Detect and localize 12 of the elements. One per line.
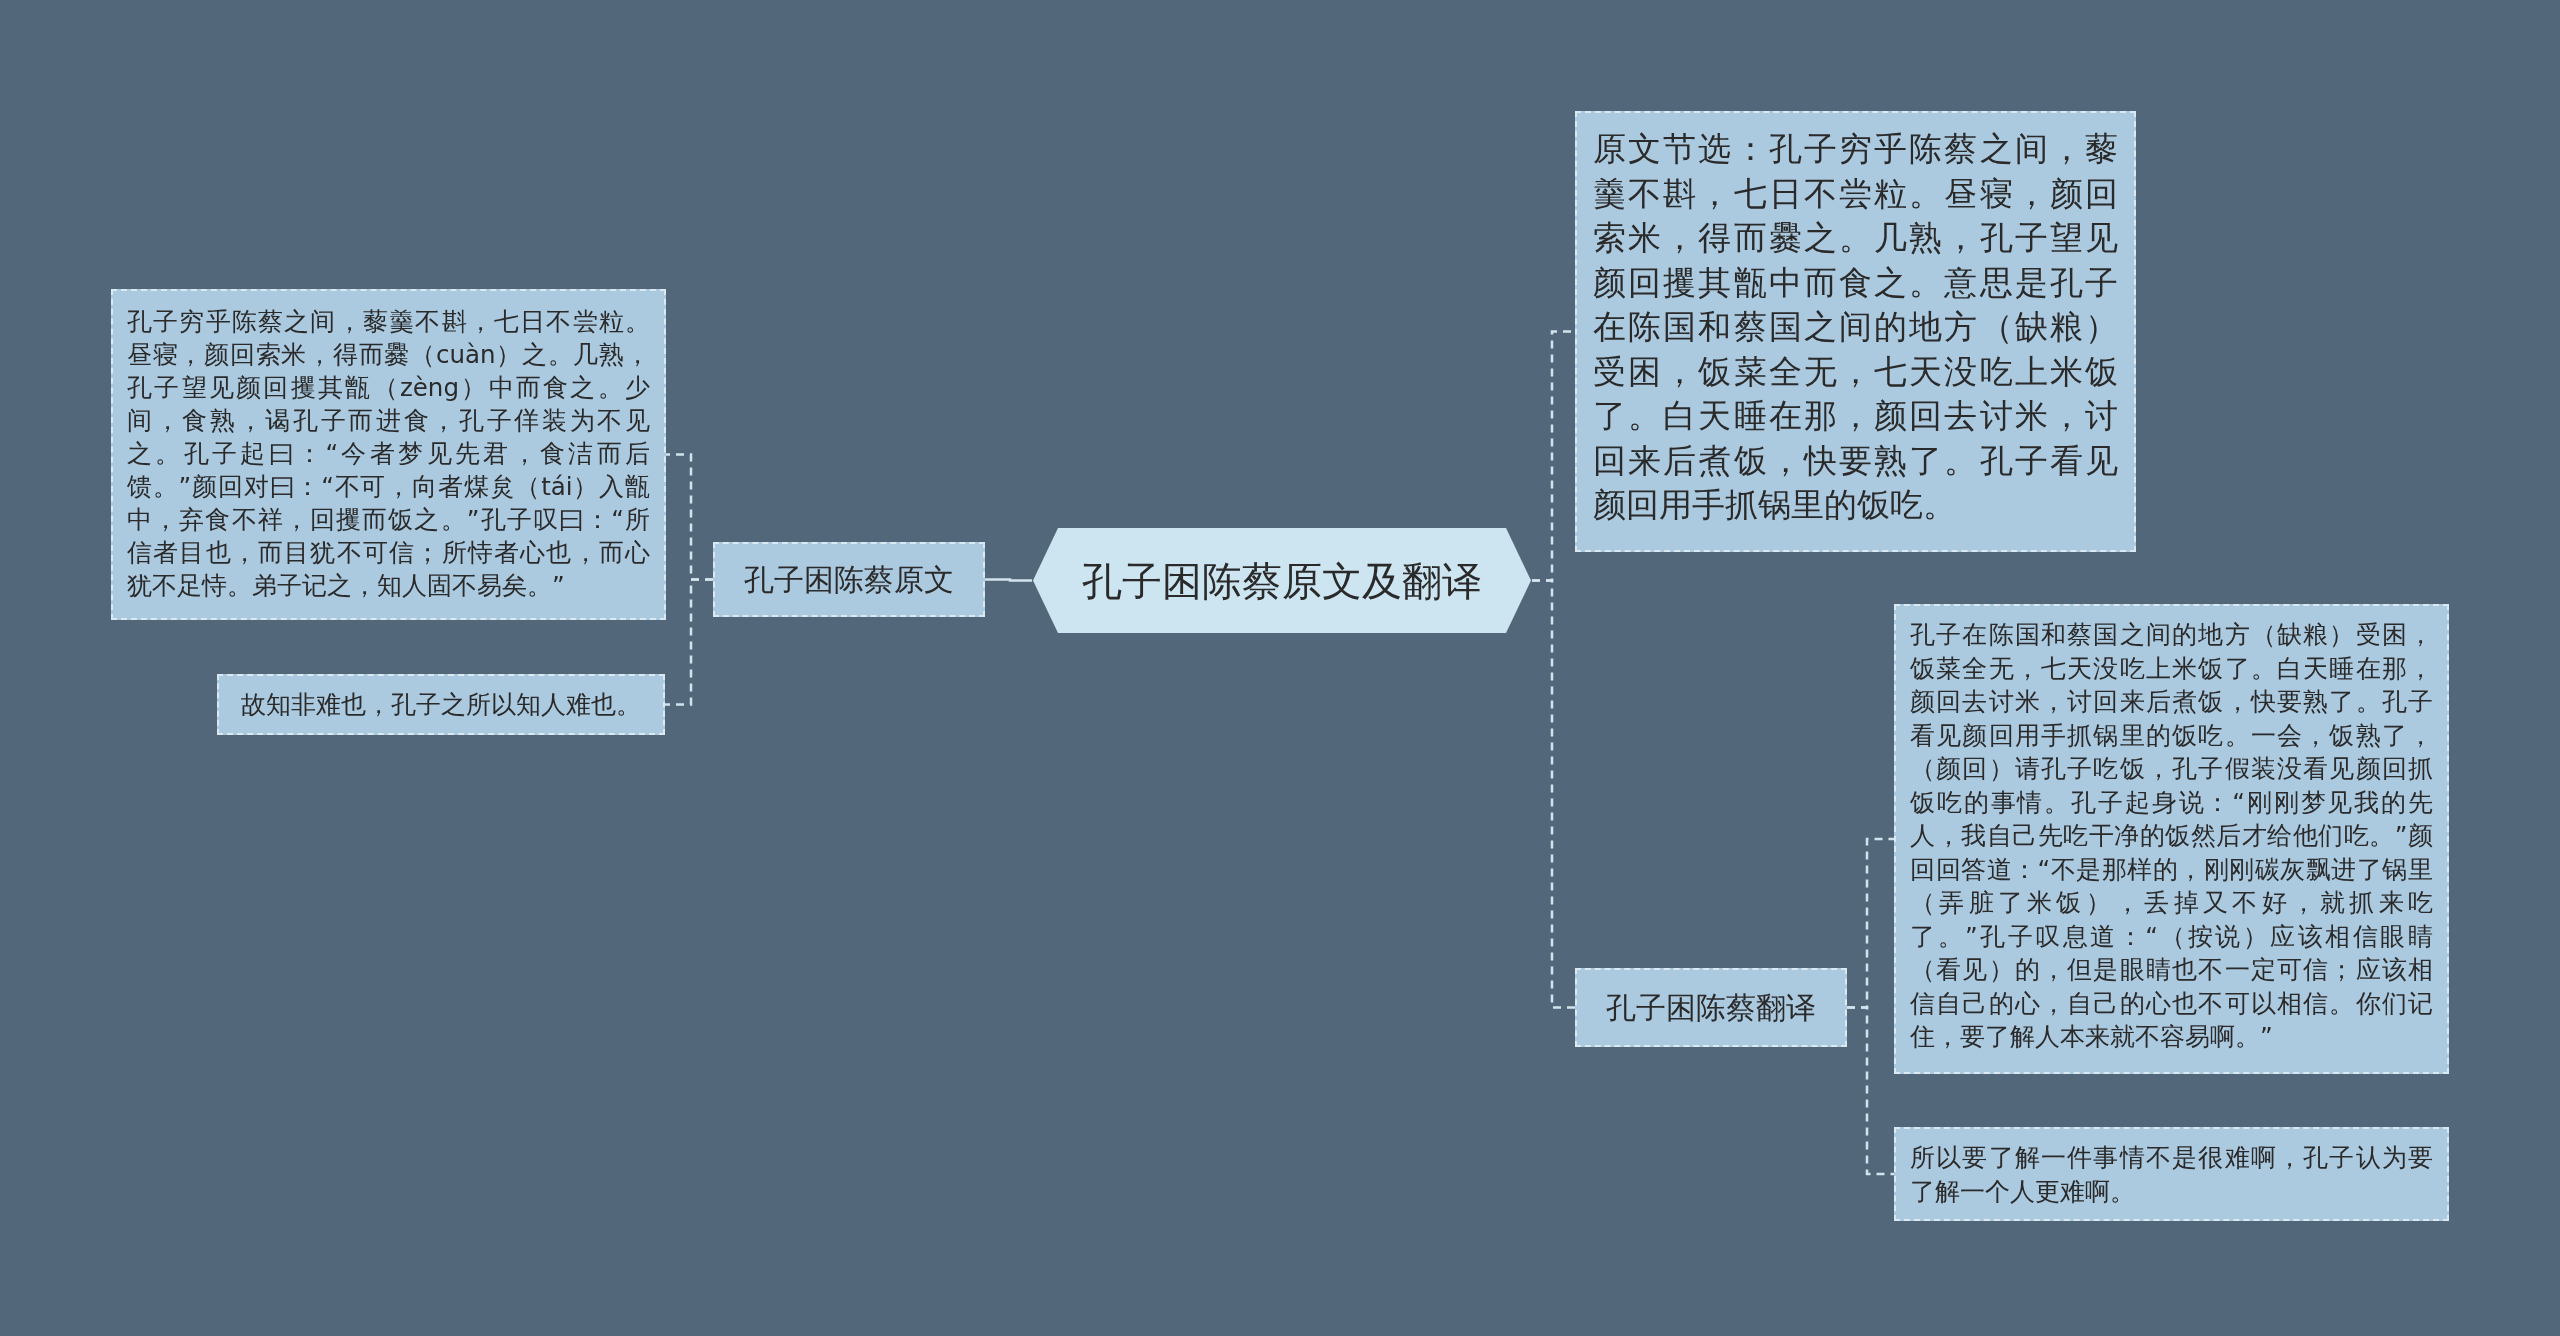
text-box: 孔子穷乎陈蔡之间，藜羹不斟，七日不尝粒。昼寝，颜回索米，得而爨（cuàn）之。几熟，孔子望见颜回攫其甑（zèng）中而食之。少间，食熟，谒孔子而进食，孔子佯装为不见之。孔子起曰：“今者梦见先君，食洁而后馈。”颜回对曰：“不可，向者煤炱（tái）入甑中，弃食不祥，回攫而饭之。”孔子叹曰：“所信者目也，而目犹不可信；所恃者心也，而心犹不足恃。弟子记之，知人固不易矣。” — [111, 289, 666, 620]
branch-box: 孔子困陈蔡原文 — [713, 542, 985, 617]
connector-line — [665, 578, 713, 706]
connector-line — [1532, 579, 1575, 1009]
text-box: 孔子在陈国和蔡国之间的地方（缺粮）受困，饭菜全无，七天没吃上米饭了。白天睡在那，颜回去讨米，讨回来后煮饭，快要熟了。孔子看见颜回用手抓锅里的饭吃。一会，饭熟了，（颜回）请孔子吃饭，孔子假装没看见颜回抓饭吃的事情。孔子起身说：“刚刚梦见我的先人，我自己先吃干净的饭然后才给他们吃。”颜回回答道：“不是那样的，刚刚碳灰飘进了锅里（弄脏了米饭），丢掉又不好，就抓来吃了。”孔子叹息道：“（按说）应该相信眼睛（看见）的，但是眼睛也不一定可信；应该相信自己的心，自己的心也不可以相信。你们记住，要了解人本来就不容易啊。” — [1894, 604, 2449, 1074]
topic-hexagon: 孔子困陈蔡原文及翻译 — [1032, 527, 1532, 634]
text-box: 所以要了解一件事情不是很难啊，孔子认为要了解一个人更难啊。 — [1894, 1127, 2449, 1221]
text-box: 故知非难也，孔子之所以知人难也。 — [217, 674, 665, 735]
connector-line — [985, 578, 1032, 582]
text-box: 原文节选：孔子穷乎陈蔡之间，藜羹不斟，七日不尝粒。昼寝，颜回索米，得而爨之。几熟，孔子望见颜回攫其甑中而食之。意思是孔子在陈国和蔡国之间的地方（缺粮）受困，饭菜全无，七天没吃上米饭了。白天睡在那，颜回去讨米，讨回来后煮饭，快要熟了。孔子看见颜回用手抓锅里的饭吃。 — [1575, 111, 2136, 552]
connector-line — [1847, 1006, 1894, 1176]
branch-box: 孔子困陈蔡翻译 — [1575, 968, 1847, 1047]
